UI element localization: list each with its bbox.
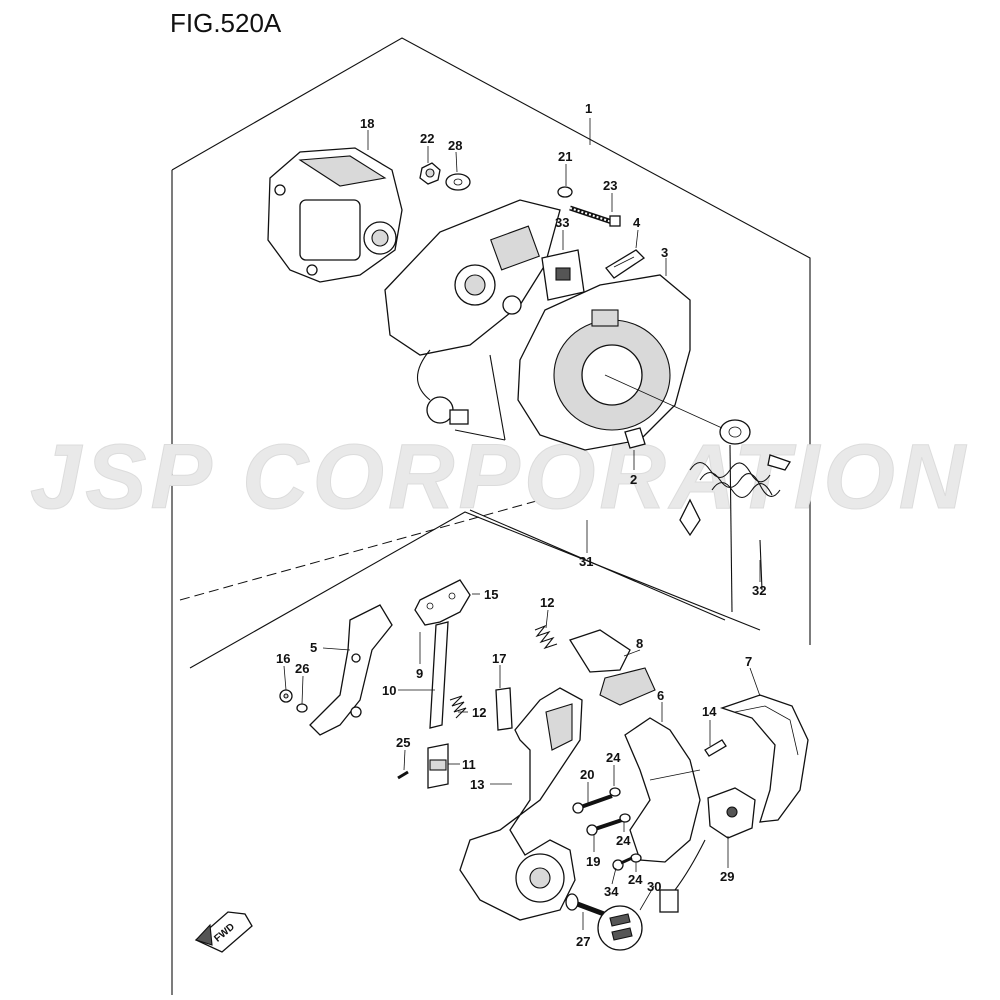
callout-8: 8 xyxy=(636,636,643,651)
callout-7: 7 xyxy=(745,654,752,669)
lanyard-cord xyxy=(679,444,791,613)
callout-3: 3 xyxy=(661,245,668,260)
callout-2: 2 xyxy=(630,472,637,487)
part-5-lever xyxy=(309,604,393,736)
part-17-plate xyxy=(495,687,513,731)
callout-11: 11 xyxy=(462,757,476,772)
callout-12a: 12 xyxy=(540,595,554,610)
part-21-washer xyxy=(557,186,573,198)
callout-1: 1 xyxy=(585,101,592,116)
figure-title: FIG.520A xyxy=(170,8,282,38)
part-23-screw xyxy=(569,205,621,227)
lock-switch-assembly xyxy=(417,349,506,441)
callout-33: 33 xyxy=(555,215,569,230)
part-20-screw xyxy=(572,794,613,814)
callout-27: 27 xyxy=(576,934,590,949)
part-3-cover xyxy=(517,274,691,451)
callout-29: 29 xyxy=(720,869,734,884)
part-8-cap xyxy=(569,629,656,706)
part-12-spring-upper xyxy=(534,624,558,650)
callout-20: 20 xyxy=(580,767,594,782)
part-26-washer xyxy=(296,703,308,713)
callout-32: 32 xyxy=(752,583,766,598)
callout-23: 23 xyxy=(603,178,617,193)
part-4-label xyxy=(605,249,646,279)
part-16-bolt xyxy=(279,689,293,703)
callout-13: 13 xyxy=(470,777,484,792)
assembly-outline xyxy=(171,37,811,995)
part-33-switch xyxy=(541,249,585,301)
part-27-screw xyxy=(565,893,605,917)
callout-14: 14 xyxy=(702,704,717,719)
part-19-screw xyxy=(586,818,623,836)
part-11-block xyxy=(427,743,449,789)
callout-19: 19 xyxy=(586,854,600,869)
callout-24c: 24 xyxy=(628,872,643,887)
callout-18: 18 xyxy=(360,116,374,131)
callout-15: 15 xyxy=(484,587,498,602)
callout-16: 16 xyxy=(276,651,290,666)
callout-17: 17 xyxy=(492,651,506,666)
fwd-arrow: FWD xyxy=(194,911,253,953)
callout-31: 31 xyxy=(579,554,593,569)
callout-28: 28 xyxy=(448,138,462,153)
lanyard-ring xyxy=(604,374,751,445)
watermark: JSP CORPORATION xyxy=(30,426,969,528)
callout-5: 5 xyxy=(310,640,317,655)
part-24-washer-a xyxy=(609,787,621,797)
callout-24b: 24 xyxy=(616,833,631,848)
callout-6: 6 xyxy=(657,688,664,703)
part-24-washer-b xyxy=(619,813,631,823)
part-30-emblem xyxy=(597,905,643,951)
part-22-nut xyxy=(419,162,441,185)
part-14-pin xyxy=(704,739,727,757)
part-28-washer xyxy=(445,173,471,191)
part-12-spring-lower xyxy=(449,695,467,719)
part-25-pin xyxy=(397,770,409,780)
callout-10: 10 xyxy=(382,683,396,698)
part-24-washer-c xyxy=(630,853,642,863)
part-15-bracket xyxy=(414,579,471,626)
callout-4: 4 xyxy=(633,215,641,230)
part-6-handle xyxy=(624,717,701,863)
part-13-main-lever xyxy=(459,687,583,921)
callout-labels: 1 2 3 4 5 6 7 8 9 10 11 12 12 13 14 15 1… xyxy=(276,101,766,949)
part-29-switch xyxy=(659,787,756,913)
callout-26: 26 xyxy=(295,661,309,676)
callout-34: 34 xyxy=(604,884,619,899)
part-34-screw xyxy=(612,856,633,871)
base-plate xyxy=(384,199,561,356)
part-10-link-rod xyxy=(429,621,449,729)
callout-22: 22 xyxy=(420,131,434,146)
callout-25: 25 xyxy=(396,735,410,750)
part-7-cover xyxy=(719,694,809,823)
callout-21: 21 xyxy=(558,149,572,164)
callout-9: 9 xyxy=(416,666,423,681)
part-2-clip xyxy=(624,427,646,449)
callout-24a: 24 xyxy=(606,750,621,765)
part-18-housing xyxy=(267,147,403,283)
callout-12b: 12 xyxy=(472,705,486,720)
leader-lines xyxy=(283,118,761,930)
callout-30: 30 xyxy=(647,879,661,894)
